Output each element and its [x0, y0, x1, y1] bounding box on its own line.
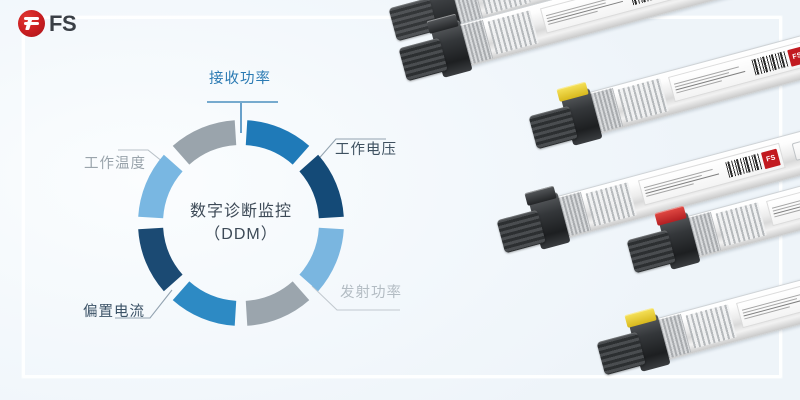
label-voltage: 工作电压	[335, 142, 397, 158]
leader-bias-current	[115, 289, 173, 319]
donut-segment	[299, 154, 344, 219]
label-tx-power: 发射功率	[340, 285, 402, 301]
donut-segment	[245, 281, 310, 326]
label-bias-current: 偏置电流	[83, 304, 145, 320]
fs-logo-text: FS	[49, 10, 77, 36]
leader-voltage	[314, 138, 386, 164]
donut-segment	[299, 227, 344, 292]
donut-segment	[138, 227, 183, 292]
donut-segment	[172, 281, 237, 326]
donut-svg	[138, 120, 344, 326]
ddm-donut-chart: 数字诊断监控 （DDM）	[118, 100, 364, 346]
donut-segments	[138, 120, 344, 326]
fs-logo[interactable]: FS	[18, 10, 77, 37]
leader-tx-power	[311, 285, 400, 311]
donut-segment	[172, 120, 237, 165]
fs-logo-mark-icon	[18, 10, 45, 37]
donut-segment	[138, 154, 183, 219]
donut-segment	[245, 120, 310, 165]
label-temperature: 工作温度	[84, 156, 146, 172]
label-rx-power: 接收功率	[209, 71, 271, 87]
